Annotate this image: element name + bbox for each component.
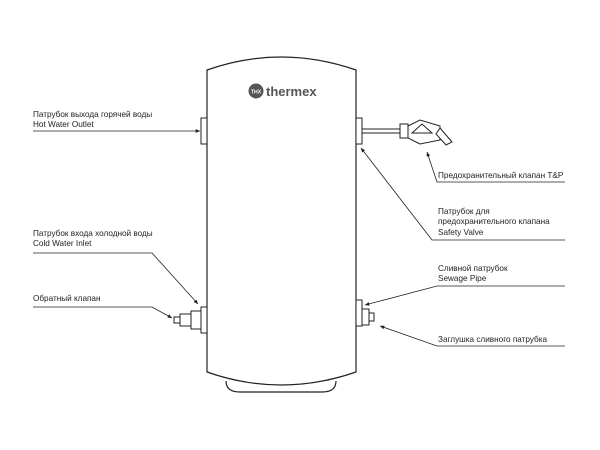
leader-lines <box>33 129 565 347</box>
label-safety-pipe-ru-1: Патрубок для <box>438 207 490 216</box>
label-cold-inlet-en: Cold Water Inlet <box>33 239 92 248</box>
leader-check-valve <box>33 306 173 319</box>
label-check-valve-ru: Обратный клапан <box>33 294 101 303</box>
leader-cold-inlet <box>33 252 199 305</box>
label-drain-plug-ru: Заглушка сливного патрубка <box>438 335 547 344</box>
drain-pipe <box>355 299 363 327</box>
leader-drain-plug <box>379 325 565 347</box>
label-drain-ru: Сливной патрубок <box>438 264 508 273</box>
hot-outlet-fitting <box>200 117 208 145</box>
label-cold-inlet-ru: Патрубок входа холодной воды <box>33 229 153 238</box>
safety-valve-port <box>355 117 363 145</box>
label-safety-pipe-ru-2: предохранительного клапана <box>438 217 550 226</box>
label-tp-valve-ru: Предохранительный клапан T&P <box>438 171 564 180</box>
leader-tp-valve <box>426 151 565 183</box>
leader-safety-port <box>360 147 565 241</box>
label-drain-en: Sewage Pipe <box>438 274 487 283</box>
leader-drain <box>364 285 565 306</box>
label-hot-outlet-en: Hot Water Outlet <box>33 120 94 129</box>
label-safety-pipe-en: Safety Valve <box>438 228 484 237</box>
drain-plug <box>361 308 375 326</box>
label-hot-outlet-ru: Патрубок выхода горячей воды <box>33 110 152 119</box>
logo-mark: THX <box>251 90 262 96</box>
cold-inlet-fitting <box>200 306 208 334</box>
check-valve <box>173 310 202 330</box>
brand-name: thermex <box>266 84 317 99</box>
tank <box>206 56 357 393</box>
thermex-logo: THX thermex <box>248 83 317 99</box>
tp-valve <box>362 119 453 146</box>
